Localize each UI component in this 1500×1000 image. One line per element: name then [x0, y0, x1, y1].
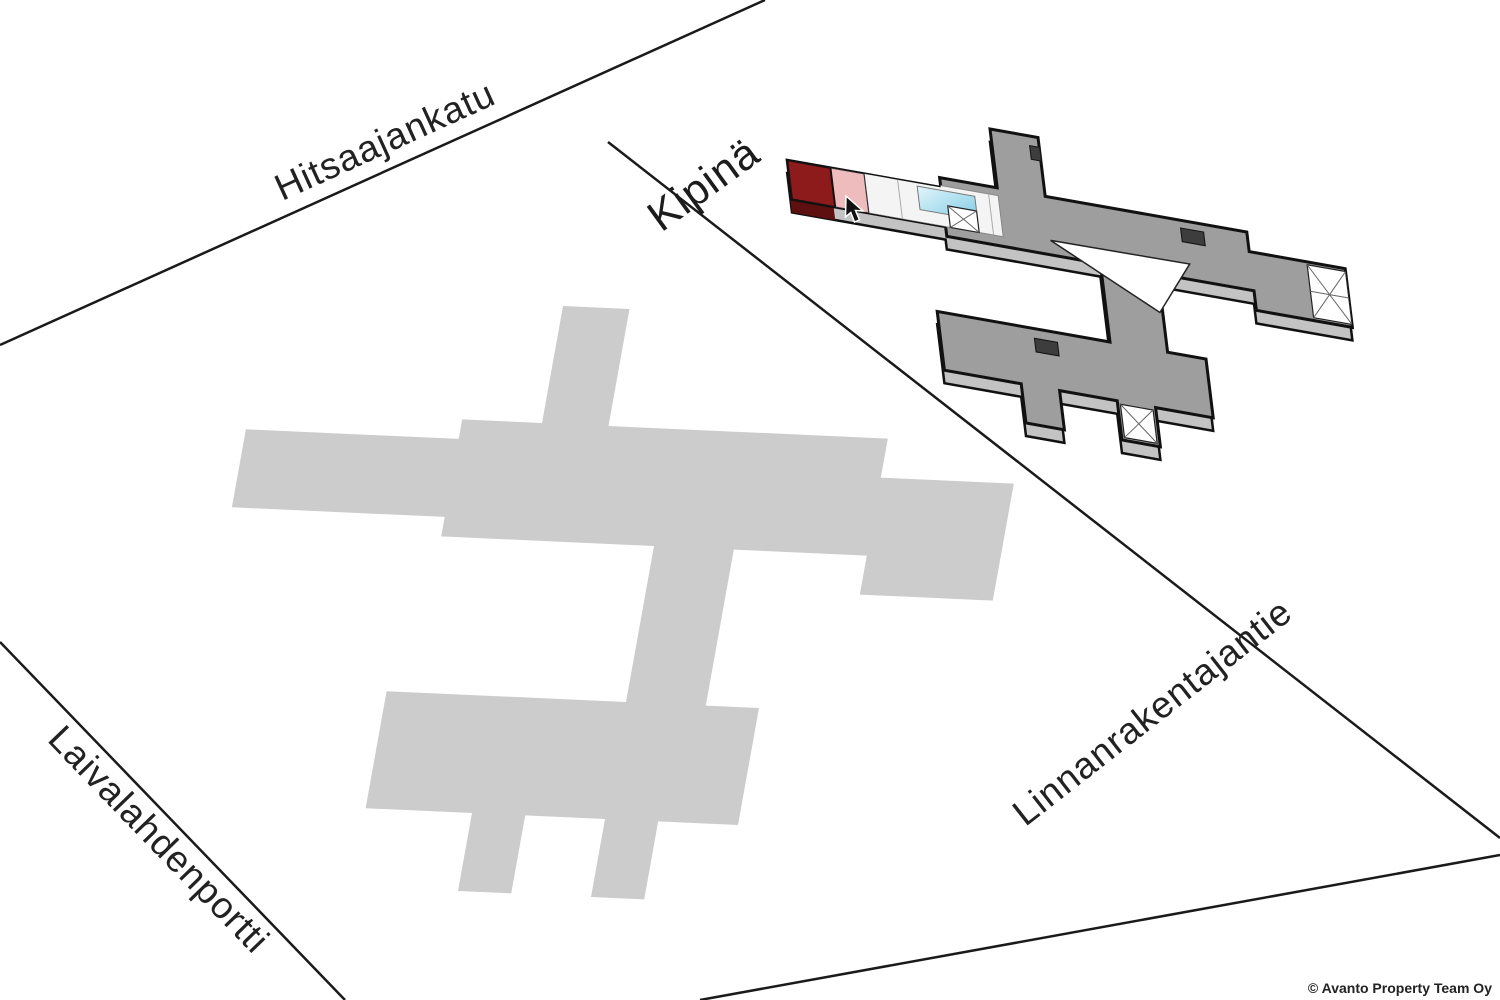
cursor-icon: [844, 194, 866, 223]
unit-divider: [897, 178, 902, 219]
street-label-hitsaajankatu: Hitsaajankatu: [268, 73, 501, 209]
ramp-wedge: [1050, 239, 1196, 319]
street-line-hitsaajankatu: [0, 0, 766, 347]
building-name-label: Kipinä: [639, 128, 769, 241]
unit-divider: [989, 194, 994, 235]
street-label-laivalahdenportti: Laivalahdenportti: [40, 718, 277, 961]
street-line-linnanrakentajantie-far: [699, 853, 1500, 1000]
street-line-linnanrakentajantie-near: [607, 141, 1500, 839]
building-footprint-shadow: [231, 306, 1014, 900]
street-line-laivalahdenportti: [0, 641, 346, 1000]
street-label-linnanrakentajantie: Linnanrakentajantie: [1005, 591, 1300, 834]
stair-core: [1307, 265, 1352, 325]
slab-top-face[interactable]: [779, 92, 1372, 485]
copyright-text: © Avanto Property Team Oy: [1308, 980, 1492, 996]
stair-core: [948, 206, 979, 233]
building-3d-plan[interactable]: [779, 92, 1372, 498]
stair-core: [1120, 404, 1157, 443]
